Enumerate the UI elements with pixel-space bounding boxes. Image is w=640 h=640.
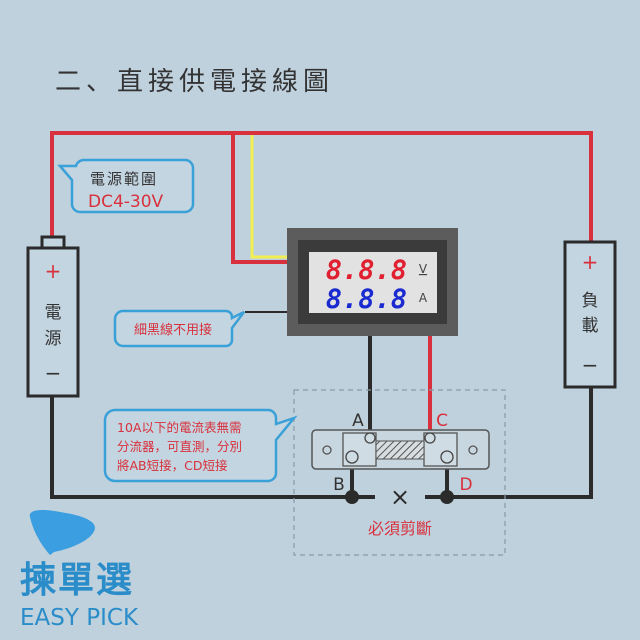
thin-wire-note: 細黑線不用接 [134,322,212,338]
negative-wire-left [50,396,375,499]
current-unit: A [419,291,428,305]
voltage-unit: V [419,262,428,276]
current-reading: 8.8.8 [326,284,407,315]
logo-icon [29,509,95,555]
callout-thin-wire: 細黑線不用接 [113,309,245,348]
volt-amp-meter: 8.8.8 V 8.8.8 A [287,228,458,336]
power-range-title: 電源範圍 [90,170,158,188]
cut-mark-icon: × [390,483,410,511]
shunt-note-line-3: 將AB短接，CD短接 [117,458,228,473]
screw-a-icon [364,432,376,444]
logo-english: EASY PICK [20,605,139,631]
terminal-d-label: D [459,475,472,495]
shunt-resistor [375,440,425,460]
meter-red-power-wire [231,133,287,264]
load-label-1: 負 [582,291,599,311]
load-plus: + [582,250,599,274]
logo-name: 揀單選 [20,560,134,601]
voltage-reading: 8.8.8 [326,255,407,286]
battery-cap [40,235,66,250]
callout-bubble [57,158,195,214]
screw-c-icon [424,432,436,444]
easy-pick-logo: 揀單選 EASY PICK [20,509,139,631]
battery-body [26,246,80,398]
power-label-1: 電 [45,303,62,323]
page-title: 二、直接供電接線圖 [55,67,334,97]
shunt-dashed-box [293,389,506,556]
meter-display [309,252,437,313]
negative-wire-right [425,387,593,499]
power-label-2: 源 [45,329,62,349]
load-label-2: 載 [582,316,599,336]
shunt-mount-hole-right [468,445,478,455]
screw-b-icon [345,450,359,464]
red-wires [50,131,593,437]
top-red-wire [50,131,593,242]
callout-shunt-note: 10A以下的電流表無需 分流器，可直測，分別 將AB短接，CD短接 [103,408,298,483]
load-body [563,240,617,389]
power-minus: − [45,361,62,385]
load-minus: − [582,353,599,377]
yellow-wire [250,135,287,259]
cut-label: 必須剪斷 [368,519,432,538]
power-plus: + [45,259,62,283]
power-range-value: DC4-30V [88,192,164,212]
shunt-note-line-2: 分流器，可直測，分別 [117,439,242,454]
shunt-note-line-1: 10A以下的電流表無需 [117,420,241,435]
terminal-c-label: C [436,411,448,431]
shunt-mount-hole-left [322,445,332,455]
junction-b [345,490,359,504]
power-source: + 電 源 − [26,235,80,398]
terminal-b-label: B [333,475,345,495]
shunt [311,429,490,470]
screw-d-icon [440,450,454,464]
callout-power-range: 電源範圍 DC4-30V [57,158,195,214]
callout-bubble [103,408,298,483]
terminal-a-label: A [352,411,364,431]
junction-d [440,490,454,504]
callout-bubble [113,309,245,348]
load: + 負 載 − [563,240,617,389]
